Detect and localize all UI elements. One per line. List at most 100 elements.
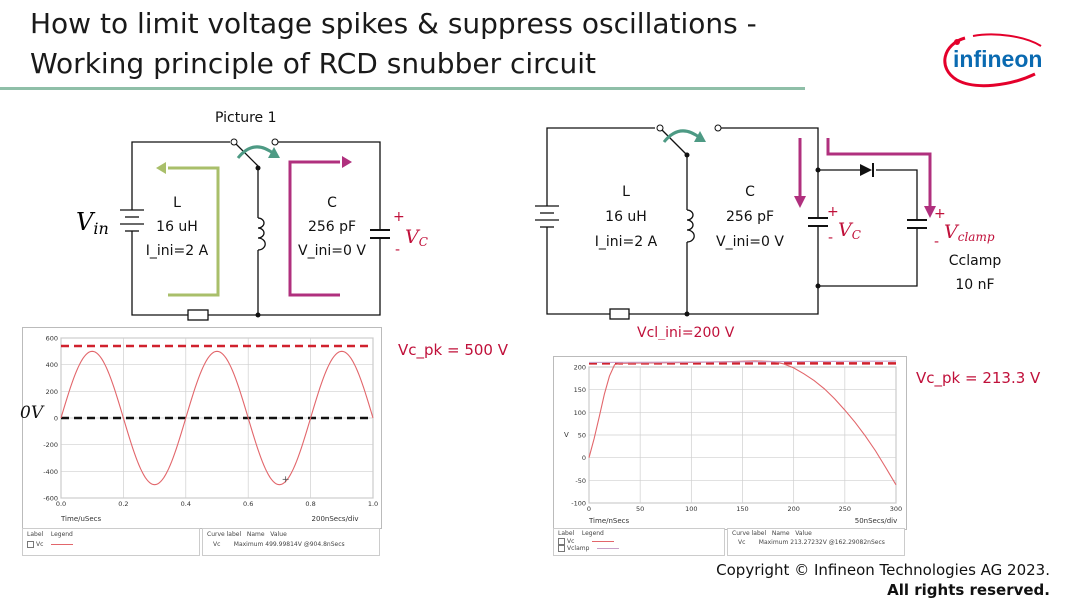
c1-wire-top-right	[275, 141, 381, 222]
c1-switch-blade	[233, 141, 259, 167]
y-tick-label: 200	[574, 364, 586, 372]
right-vc-checkbox[interactable]	[558, 538, 565, 545]
left-peak-annotation: Vc_pk = 500 V	[398, 341, 508, 359]
logo-text: infineon	[953, 46, 1042, 72]
chart1-xlabel: Time/uSecs	[60, 515, 102, 523]
c2-switch-contact-left	[656, 124, 664, 132]
left-vc-legend-swatch	[51, 544, 74, 545]
c2-battery	[535, 200, 559, 232]
c2-c-value: 256 pF	[726, 209, 774, 225]
c2-switch-arrow	[662, 129, 701, 143]
c1-l-value: 16 uH	[156, 219, 198, 235]
left-legend-labels: Label Legend Vc	[22, 528, 200, 556]
c2-node-diode	[815, 167, 821, 173]
c2-l-init: I_ini=2 A	[595, 234, 658, 250]
c1-picture-label: Picture 1	[215, 110, 277, 126]
chart2-ylabel: V	[564, 431, 569, 439]
c1-node-bottom	[255, 312, 261, 318]
c1-l-name: L	[173, 195, 181, 211]
c2-diode-icon	[860, 164, 872, 176]
c2-wire-diode-to-cclamp	[876, 169, 918, 212]
c2-l-value: 16 uH	[605, 209, 647, 225]
circuit-1-diagram: Picture 1 Vin L 16 uH I_ini=2 A C 256 pF…	[76, 110, 428, 321]
c2-switch-contact-right	[714, 124, 722, 132]
c2-wire-bottom-right	[629, 232, 819, 315]
x-tick-label: 0	[587, 505, 591, 513]
c2-wire-cclamp-return	[818, 232, 918, 287]
title-line-1: How to limit voltage spikes & suppress o…	[30, 7, 757, 40]
copyright-notice: Copyright © Infineon Technologies AG 202…	[716, 560, 1050, 600]
chart2-xdiv: 50nSecs/div	[855, 517, 897, 525]
c1-c-init: V_ini=0 V	[298, 243, 366, 259]
y-tick-label: -200	[43, 441, 58, 449]
c2-cclamp-name: Cclamp	[949, 253, 1002, 269]
right-vclamp-checkbox[interactable]	[558, 545, 565, 552]
c2-node-bottom	[684, 311, 690, 317]
c2-wire-bottom-left	[546, 232, 610, 315]
chart2-grid	[588, 366, 897, 504]
c1-vc-plus: +	[393, 209, 405, 225]
c2-l-name: L	[622, 184, 630, 200]
c1-resistor	[187, 309, 209, 321]
c2-vclamp-label: Vclamp	[944, 221, 995, 244]
x-tick-label: 100	[685, 505, 697, 513]
y-tick-label: -50	[575, 477, 586, 485]
c1-c-name: C	[327, 195, 337, 211]
c1-switch-contact-left	[230, 138, 238, 146]
c1-l-init: I_ini=2 A	[146, 243, 209, 259]
y-tick-label: 0	[54, 415, 58, 423]
c1-loop-left-arrowhead-icon	[156, 162, 166, 174]
x-tick-label: 0.6	[243, 500, 253, 508]
c2-c-name: C	[745, 184, 755, 200]
c2-vc-plus: +	[827, 204, 839, 220]
left-vc-checkbox[interactable]	[27, 541, 34, 548]
title-line-2: Working principle of RCD snubber circuit	[30, 47, 596, 80]
y-tick-label: -600	[43, 495, 58, 503]
c1-current-loop-left	[168, 166, 220, 297]
c1-wire-bottom-right	[208, 242, 381, 316]
chart1-xdiv: 200nSecs/div	[312, 515, 359, 523]
c2-vc-label: VC	[838, 219, 861, 242]
zero-volt-annotation: 0V	[20, 403, 44, 423]
right-vclamp-legend-swatch	[597, 548, 620, 549]
y-tick-label: -100	[571, 500, 586, 508]
c2-vclamp-minus: -	[934, 234, 939, 250]
c2-vcl-ini-label: Vcl_ini=200 V	[637, 325, 735, 340]
y-tick-label: 50	[578, 432, 586, 440]
chart1-series	[60, 350, 374, 486]
series-line-vclamp	[588, 360, 897, 364]
c2-node-return	[815, 283, 821, 289]
c2-wire-top-left	[546, 127, 655, 200]
x-tick-label: 50	[636, 505, 644, 513]
c1-current-loop-right	[288, 160, 340, 297]
c1-switch-arrowhead-icon	[268, 147, 280, 158]
c2-current-arrowhead-icon	[794, 196, 806, 208]
c2-vc-minus: -	[828, 230, 833, 246]
logo-dot-icon	[954, 39, 960, 45]
x-tick-label: 150	[736, 505, 748, 513]
series-line-vc	[60, 350, 374, 486]
right-legend-values: Curve label Name Value Vc Maximum 213.27…	[727, 528, 905, 556]
c1-vc-label: VC	[405, 226, 428, 249]
c1-loop-right-arrowhead-icon	[342, 156, 352, 168]
x-tick-label: 0.4	[181, 500, 191, 508]
c1-vin-label: Vin	[76, 208, 109, 238]
y-tick-label: -400	[43, 468, 58, 476]
c2-switch-blade	[659, 127, 688, 156]
c2-cclamp-value: 10 nF	[955, 277, 994, 293]
c2-capacitor	[808, 217, 828, 227]
y-tick-label: 600	[46, 335, 58, 343]
y-tick-label: 100	[574, 409, 586, 417]
infineon-logo: infineon	[943, 33, 1042, 88]
x-tick-label: 0.2	[118, 500, 128, 508]
x-tick-label: 1.0	[368, 500, 378, 508]
c1-inductor	[257, 217, 266, 251]
title-divider	[0, 87, 805, 90]
circuit-2-diagram: L 16 uH I_ini=2 A C 256 pF V_ini=0 V + -…	[535, 124, 1002, 340]
y-tick-label: 400	[46, 361, 58, 369]
left-legend-panel: Label Legend Vc Curve label Name Value V…	[22, 528, 380, 556]
chart2-xlabel: Time/nSecs	[588, 517, 630, 525]
